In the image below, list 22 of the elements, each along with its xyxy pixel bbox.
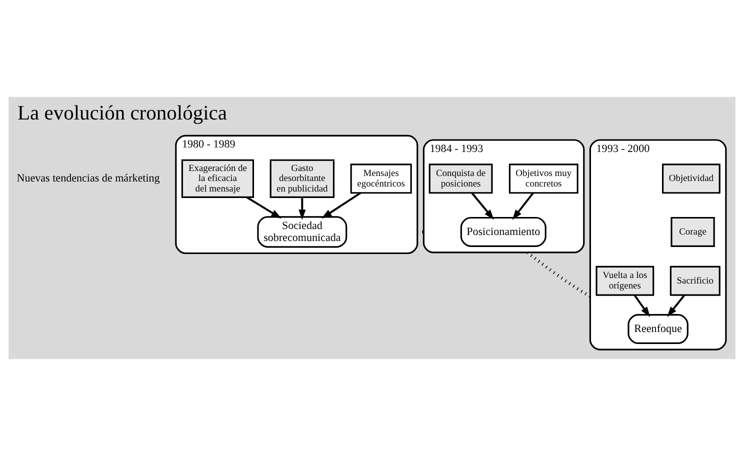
node-box: Reenfoque bbox=[628, 314, 688, 344]
node-box: Vuelta a los orígenes bbox=[596, 266, 654, 296]
arrow bbox=[634, 294, 650, 318]
node-box: Gasto desorbitante en publicidad bbox=[270, 159, 335, 198]
node-box: Sociedad sobrecomunicada bbox=[257, 216, 348, 248]
arrow bbox=[298, 197, 306, 220]
node-box: Mensajes egocéntricos bbox=[350, 164, 412, 194]
connector bbox=[526, 251, 591, 298]
label: Nuevas tendencias de márketing bbox=[16, 172, 160, 185]
node-box: Sacrificio bbox=[670, 266, 720, 296]
arrow bbox=[246, 196, 282, 218]
arrow bbox=[512, 192, 534, 220]
arrow bbox=[667, 294, 686, 317]
arrow bbox=[321, 192, 362, 219]
node-box: Corage bbox=[670, 216, 715, 247]
node-box: Objetivos muy concretos bbox=[508, 164, 578, 194]
diagram-title: La evolución cronológica bbox=[17, 102, 227, 125]
node-box: Conquista de posiciones bbox=[428, 164, 493, 194]
node-box: Exageración de la eficacia del mensaje bbox=[181, 159, 254, 198]
node-box: Objetividad bbox=[662, 164, 720, 194]
node-box: Posicionamiento bbox=[460, 216, 546, 247]
arrow bbox=[471, 192, 494, 220]
